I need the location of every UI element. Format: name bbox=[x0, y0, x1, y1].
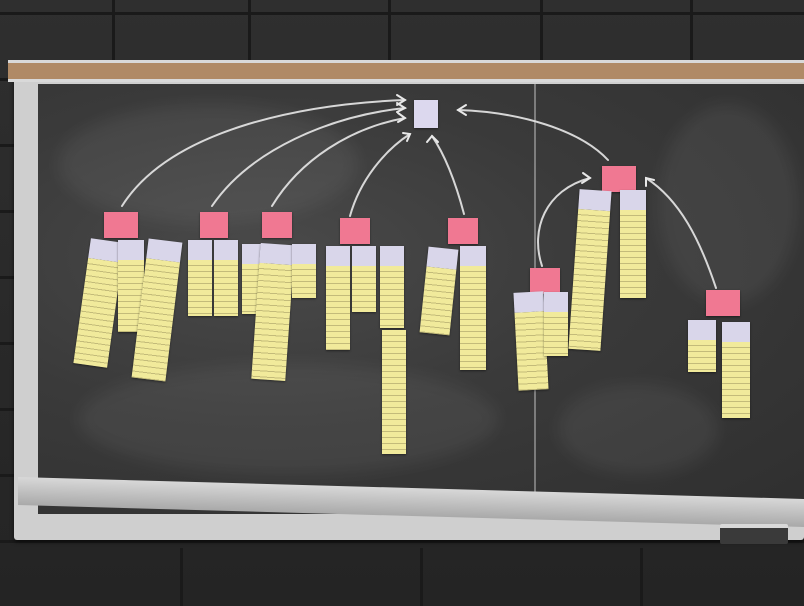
wall-joint bbox=[248, 0, 251, 60]
note-header bbox=[259, 242, 295, 266]
arrowhead bbox=[456, 104, 467, 116]
wall-joint bbox=[540, 0, 543, 60]
note-body bbox=[620, 210, 646, 298]
wall-joint bbox=[690, 0, 693, 60]
arrowhead bbox=[426, 134, 439, 143]
pink-category-note bbox=[200, 212, 228, 238]
note-body bbox=[544, 312, 568, 356]
arrowhead bbox=[645, 176, 655, 187]
chalk-arrow bbox=[431, 135, 465, 215]
sticky-note-column bbox=[382, 330, 406, 454]
note-header bbox=[578, 189, 612, 212]
sticky-note-column bbox=[620, 190, 646, 298]
chalk-arrow bbox=[537, 177, 591, 267]
pink-category-note bbox=[262, 212, 292, 238]
sticky-note-column bbox=[326, 246, 350, 350]
chalkboard-eraser bbox=[720, 524, 788, 544]
note-body bbox=[352, 266, 376, 312]
sticky-note-column bbox=[688, 320, 716, 372]
note-body bbox=[292, 264, 316, 298]
note-header bbox=[688, 320, 716, 340]
pink-category-note bbox=[602, 166, 636, 192]
map-rail bbox=[8, 60, 804, 82]
pink-category-note bbox=[340, 218, 370, 244]
note-body bbox=[188, 260, 212, 316]
chalk-arrow bbox=[349, 133, 411, 217]
chalk-smudge bbox=[658, 104, 798, 304]
pink-category-note bbox=[706, 290, 740, 316]
note-header bbox=[352, 246, 376, 266]
wall-joint bbox=[180, 548, 183, 606]
note-body bbox=[460, 266, 486, 370]
arrowhead bbox=[402, 132, 412, 142]
pink-category-note bbox=[104, 212, 138, 238]
wall-joint bbox=[112, 0, 115, 60]
note-header bbox=[513, 291, 545, 313]
chalk-smudge bbox=[78, 364, 498, 474]
sticky-note-column bbox=[188, 240, 212, 316]
note-body bbox=[214, 260, 238, 316]
chalk-arrow bbox=[211, 107, 406, 207]
sticky-note-column bbox=[118, 240, 144, 332]
note-body bbox=[118, 260, 144, 332]
note-body bbox=[382, 330, 406, 454]
note-header bbox=[326, 246, 350, 266]
note-body bbox=[688, 340, 716, 372]
arrowhead bbox=[581, 172, 592, 184]
wall-joint bbox=[388, 0, 391, 60]
top-summary-note bbox=[414, 100, 438, 128]
pink-category-note bbox=[448, 218, 478, 244]
chalk-arrow bbox=[457, 109, 609, 161]
chalk-arrow bbox=[645, 177, 717, 289]
note-body bbox=[326, 266, 350, 350]
note-header bbox=[620, 190, 646, 210]
arrowhead bbox=[396, 102, 408, 113]
arrowhead bbox=[397, 112, 407, 123]
note-header bbox=[722, 322, 750, 342]
chalk-arrow bbox=[121, 99, 406, 207]
note-header bbox=[380, 246, 404, 266]
note-body bbox=[722, 342, 750, 418]
note-header bbox=[544, 292, 568, 312]
sticky-note-column bbox=[352, 246, 376, 312]
note-header bbox=[214, 240, 238, 260]
arrowhead bbox=[396, 94, 407, 106]
note-header bbox=[292, 244, 316, 264]
sticky-note-column bbox=[460, 246, 486, 370]
note-body bbox=[380, 266, 404, 328]
sticky-note-column bbox=[722, 322, 750, 418]
chalk-smudge bbox=[558, 384, 718, 474]
chalkboard bbox=[38, 84, 804, 514]
chalk-arrow bbox=[271, 117, 406, 207]
note-header bbox=[460, 246, 486, 266]
sticky-note-column bbox=[380, 246, 404, 328]
sticky-note-column bbox=[214, 240, 238, 316]
wall-joint bbox=[420, 548, 423, 606]
sticky-note-column bbox=[544, 292, 568, 356]
wall-joint bbox=[640, 548, 643, 606]
note-header bbox=[188, 240, 212, 260]
note-header bbox=[118, 240, 144, 260]
pink-category-note bbox=[530, 268, 560, 294]
sticky-note-column bbox=[292, 244, 316, 298]
